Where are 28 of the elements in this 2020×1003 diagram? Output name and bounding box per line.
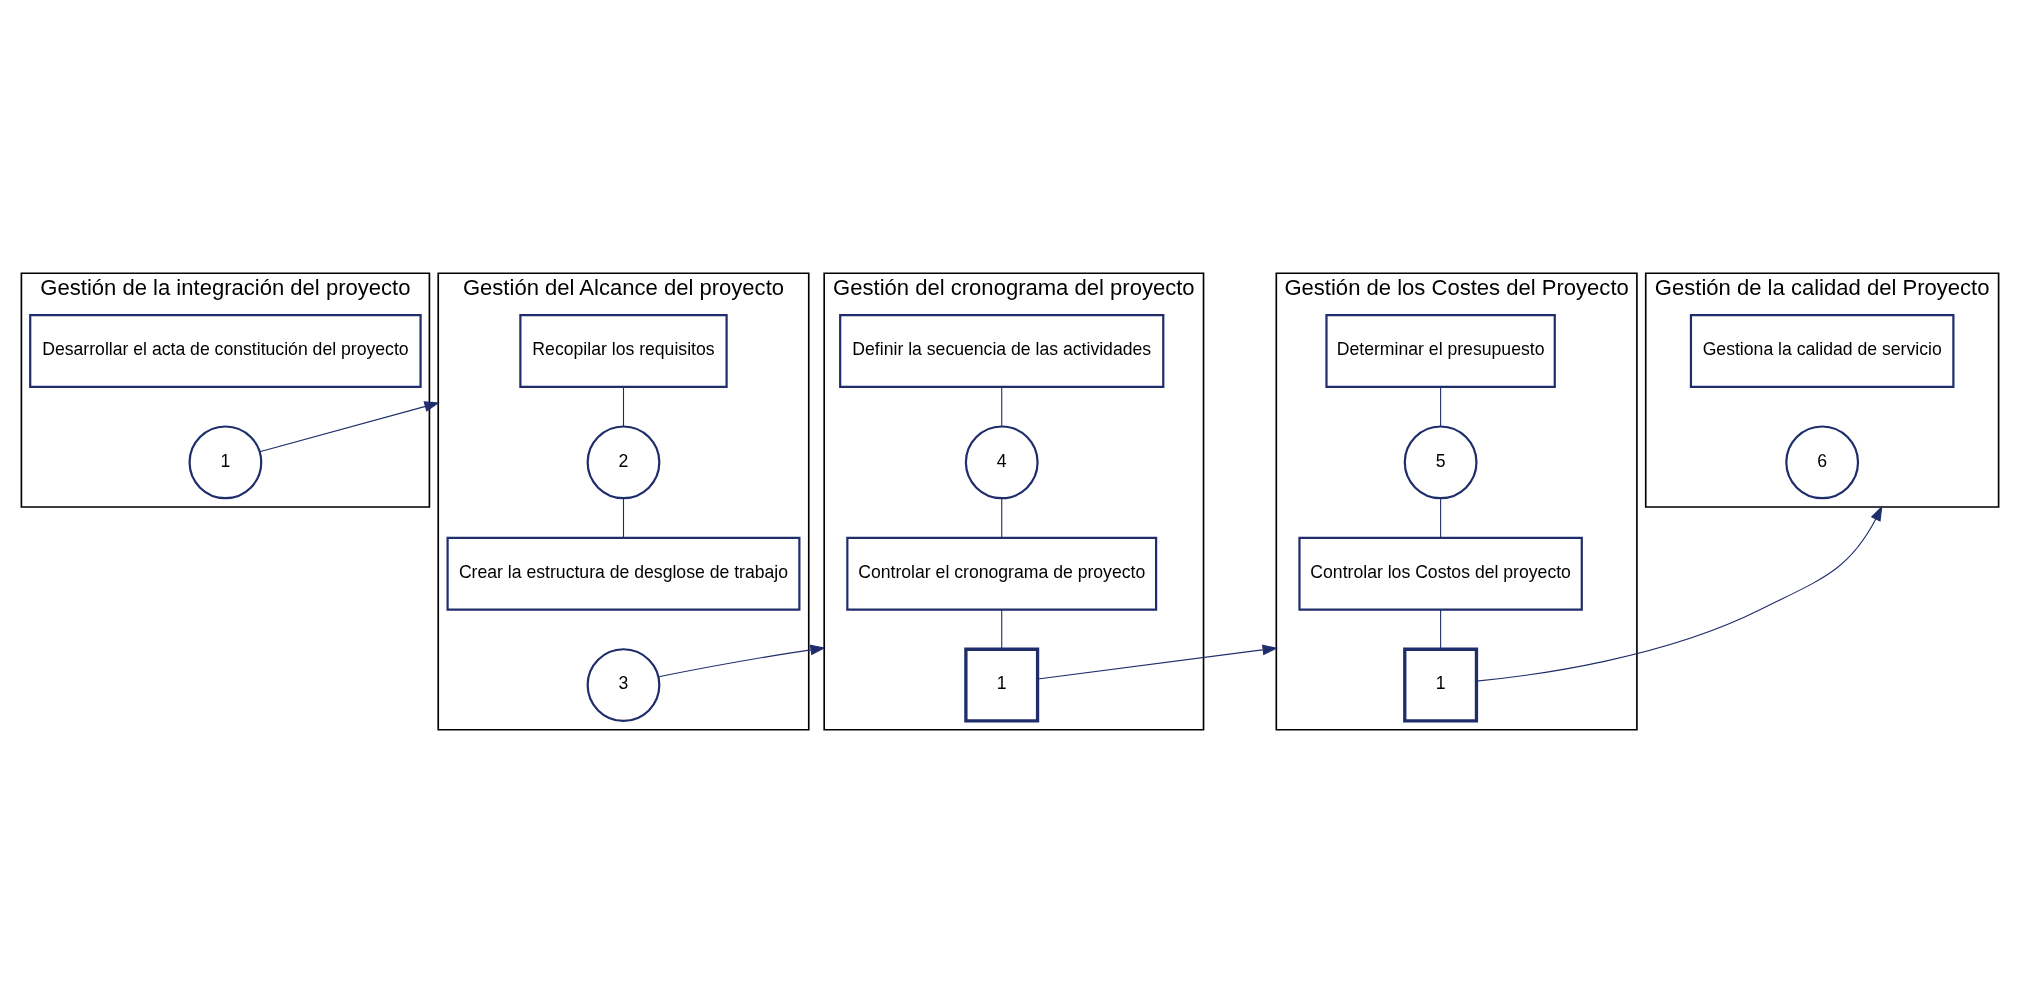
node-box: Crear la estructura de desglose de trabajo — [446, 536, 801, 611]
arrow — [1037, 644, 1278, 680]
node-circle: 5 — [1403, 425, 1478, 500]
connector — [1001, 609, 1003, 650]
node-box: Controlar el cronograma de proyecto — [846, 536, 1158, 611]
connector — [1440, 609, 1442, 650]
node-circle: 2 — [586, 425, 661, 500]
node-box: Gestiona la calidad de servicio — [1689, 314, 1955, 388]
connector — [1440, 497, 1442, 539]
connector — [622, 497, 625, 539]
arrow — [259, 401, 440, 453]
connector — [1440, 386, 1442, 427]
node-circle: 6 — [1785, 425, 1860, 500]
node-circle: 1 — [188, 425, 263, 500]
connector — [1001, 497, 1003, 539]
arrow — [1476, 505, 1883, 682]
connector — [1001, 386, 1003, 427]
node-box: 1 — [1403, 647, 1479, 723]
node-box: Controlar los Costos del proyecto — [1298, 536, 1583, 611]
connector — [622, 386, 625, 427]
node-box: Recopilar los requisitos — [519, 314, 728, 388]
node-box: Definir la secuencia de las actividades — [839, 314, 1165, 388]
node-box: 1 — [964, 647, 1040, 723]
node-circle: 3 — [586, 648, 661, 723]
arrow — [658, 644, 826, 678]
node-box: Determinar el presupuesto — [1325, 314, 1556, 388]
node-circle: 4 — [964, 425, 1039, 500]
node-box: Desarrollar el acta de constitución del proyecto — [29, 314, 422, 388]
